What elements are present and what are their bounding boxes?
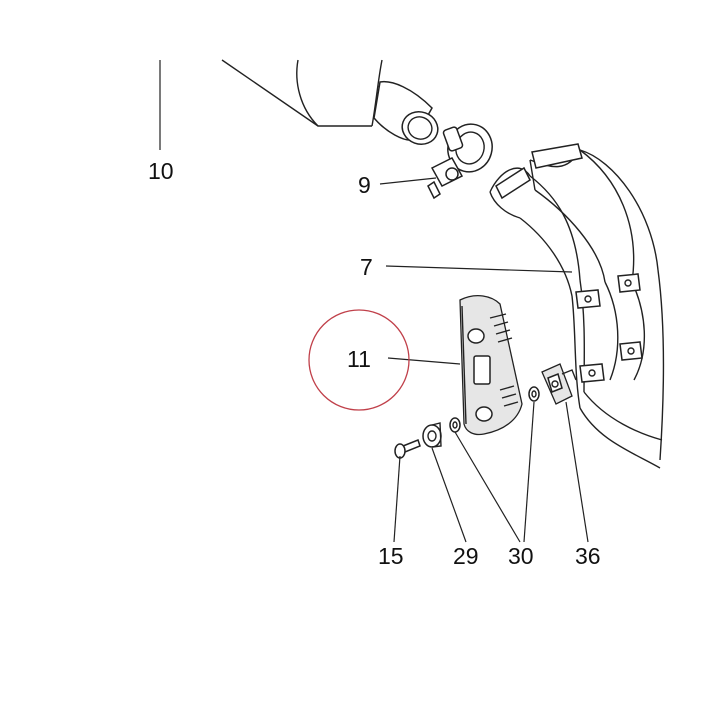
muffler-part-10 — [221, 59, 439, 145]
leader-lines — [159, 60, 589, 543]
callout-7: 7 — [360, 254, 373, 280]
exhaust-headers-part-7 — [489, 143, 665, 469]
spacer-part-29 — [422, 422, 442, 448]
bolt-part-15 — [394, 439, 421, 459]
highlight-circle — [308, 309, 410, 411]
clamp-part-9 — [427, 123, 493, 200]
washer-part-30-right — [528, 386, 540, 402]
callout-36: 36 — [575, 543, 601, 569]
callout-9: 9 — [358, 172, 371, 198]
bracket-part-36 — [541, 363, 577, 405]
heat-shield-part-11 — [459, 294, 523, 436]
callout-15: 15 — [378, 543, 404, 569]
callout-29: 29 — [453, 543, 479, 569]
callout-10: 10 — [148, 158, 174, 184]
callout-30: 30 — [508, 543, 534, 569]
washer-part-30-left — [449, 417, 461, 433]
callout-11: 11 — [347, 346, 371, 372]
